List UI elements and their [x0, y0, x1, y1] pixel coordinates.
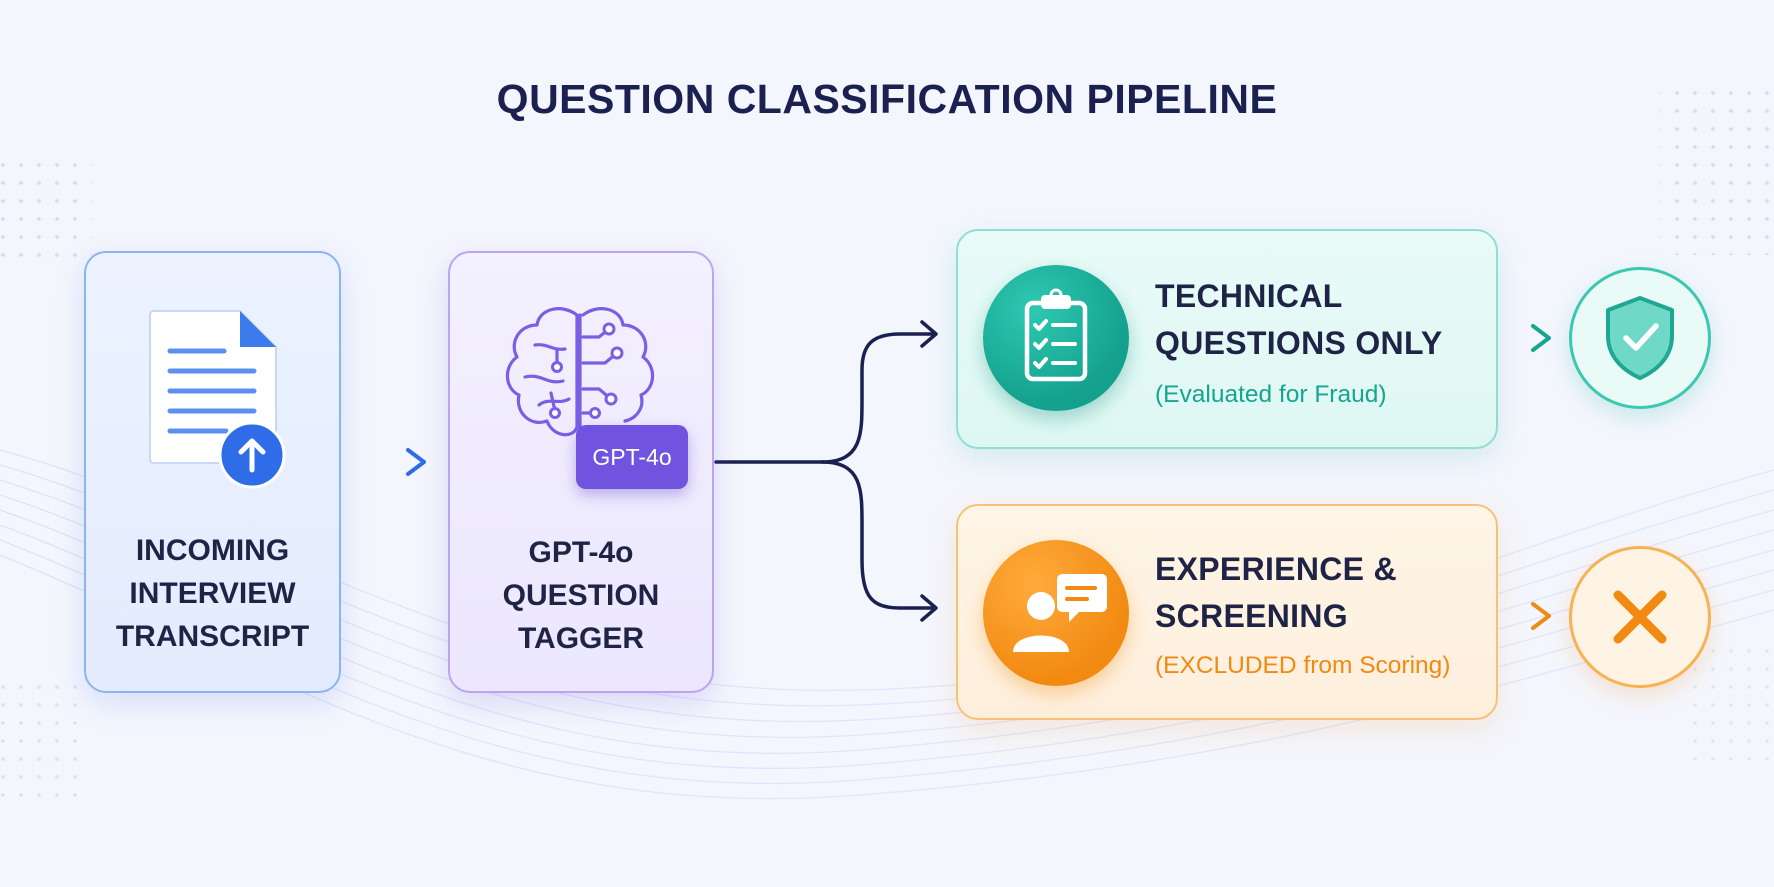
input-label-line-1: INCOMING: [135, 534, 290, 567]
input-node-card: INCOMING INTERVIEW TRANSCRIPT: [84, 251, 341, 693]
input-label-line-2: INTERVIEW: [129, 577, 296, 610]
experience-title-line-1: EXPERIENCE &: [1155, 551, 1397, 587]
experience-branch-subtitle: (EXCLUDED from Scoring): [1155, 652, 1451, 679]
gpt-model-badge: GPT-4o: [576, 425, 688, 489]
technical-branch-title: TECHNICAL QUESTIONS ONLY: [1155, 273, 1443, 367]
technical-branch-card: TECHNICAL QUESTIONS ONLY (Evaluated for …: [956, 229, 1498, 449]
document-upload-icon: [149, 310, 286, 489]
experience-branch-title: EXPERIENCE & SCREENING: [1155, 546, 1397, 640]
tagger-label-line-2: QUESTION: [502, 579, 660, 612]
clipboard-checklist-icon: [983, 265, 1129, 411]
x-mark-icon: [1569, 546, 1711, 688]
experience-branch-card: EXPERIENCE & SCREENING (EXCLUDED from Sc…: [956, 504, 1498, 720]
experience-title-line-2: SCREENING: [1155, 598, 1348, 634]
tagger-label-line-1: GPT-4o: [528, 536, 634, 569]
tagger-node-label: GPT-4o QUESTION TAGGER: [450, 531, 712, 660]
tagger-label-line-3: TAGGER: [517, 622, 645, 655]
tagger-node-card: GPT-4o GPT-4o QUESTION TAGGER: [448, 251, 714, 693]
technical-branch-subtitle: (Evaluated for Fraud): [1155, 381, 1387, 408]
shield-check-icon: [1569, 267, 1711, 409]
brain-circuit-icon: [505, 307, 655, 437]
input-node-label: INCOMING INTERVIEW TRANSCRIPT: [86, 529, 339, 658]
technical-title-line-1: TECHNICAL: [1155, 278, 1343, 314]
page-title: QUESTION CLASSIFICATION PIPELINE: [496, 76, 1278, 122]
technical-title-line-2: QUESTIONS ONLY: [1155, 325, 1443, 361]
input-label-line-3: TRANSCRIPT: [115, 620, 310, 653]
person-chat-icon: [983, 540, 1129, 686]
